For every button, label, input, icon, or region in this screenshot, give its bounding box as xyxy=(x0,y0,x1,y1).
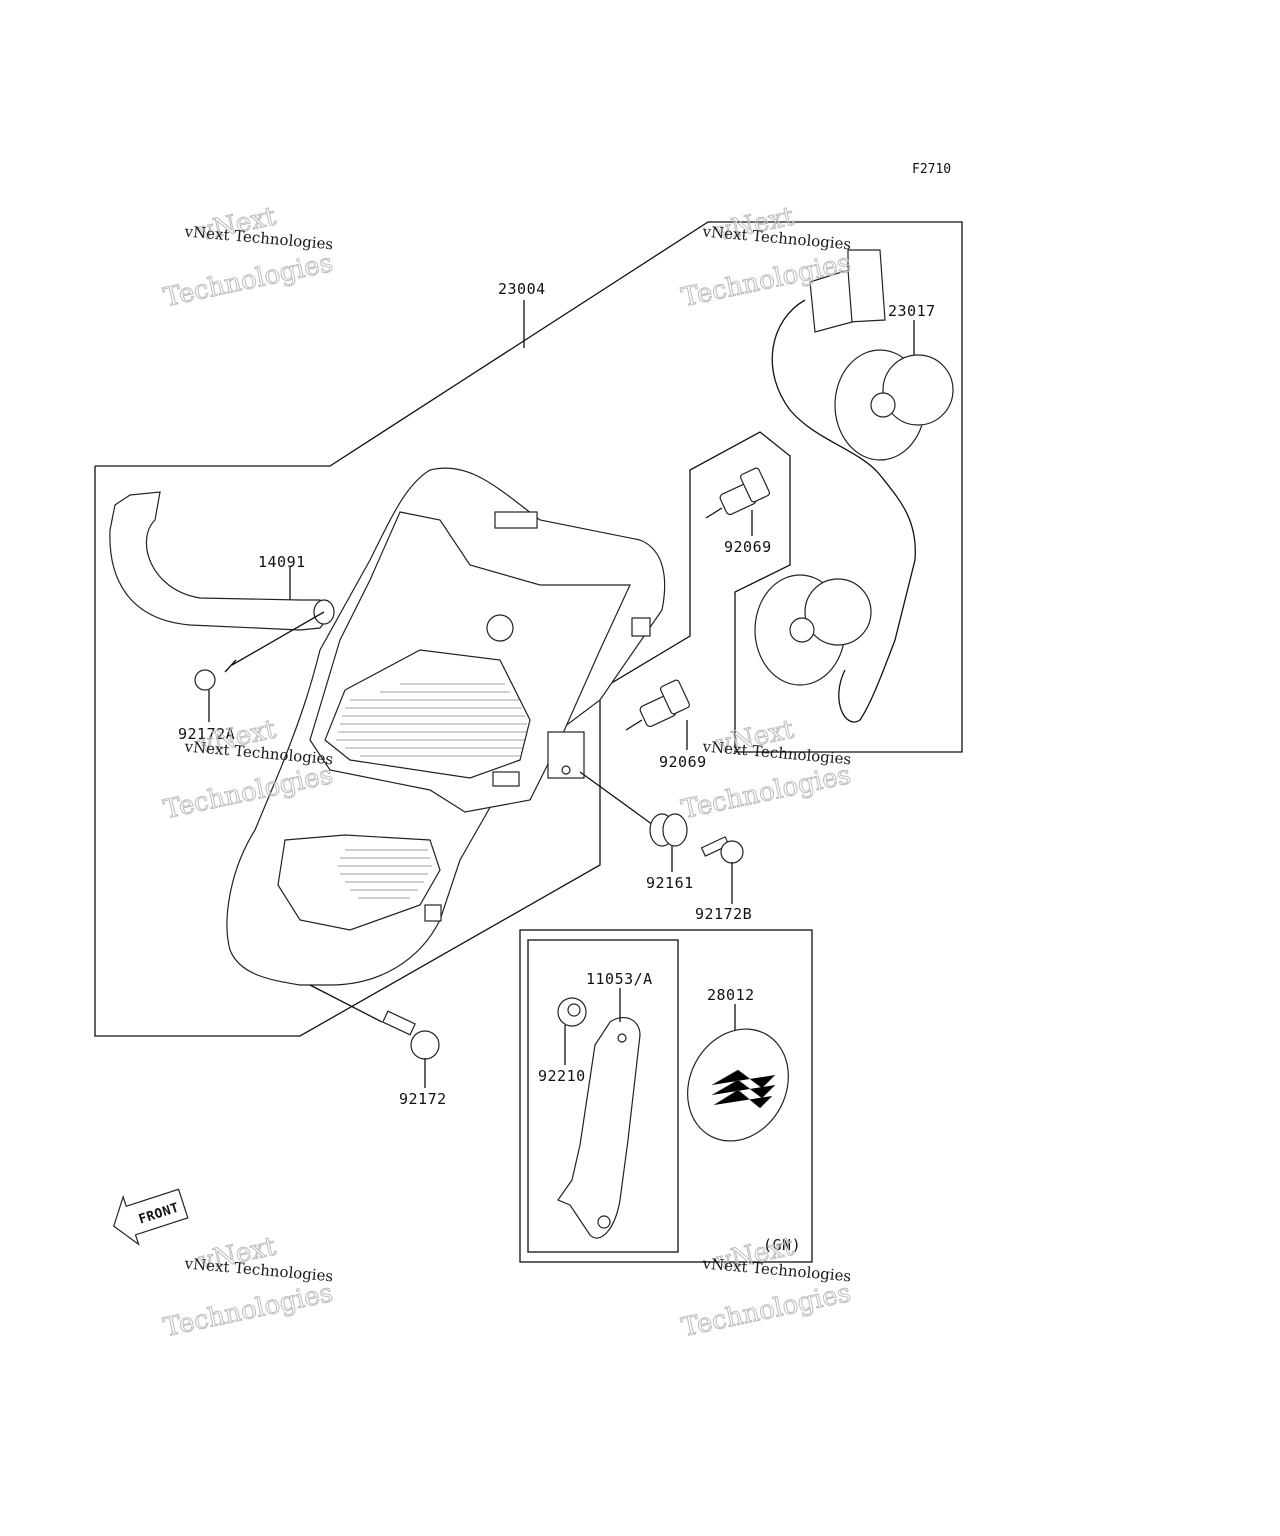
svg-text:Technologies: Technologies xyxy=(161,1278,336,1343)
label-92172: 92172 xyxy=(399,1090,447,1108)
watermark-1: vNext Technologies vNext Technologies xyxy=(160,201,336,314)
upper-reflector-hatch xyxy=(336,683,528,757)
label-92172B: 92172B xyxy=(695,905,752,923)
watermark-5: vNext Technologies vNext Technologies xyxy=(160,1231,336,1344)
figure-code: F2710 xyxy=(912,162,951,177)
svg-text:Technologies: Technologies xyxy=(161,248,336,313)
socket-harness-23017 xyxy=(754,249,954,723)
region-note-gn: (GN) xyxy=(763,1236,801,1254)
watermark-6: vNext Technologies vNext Technologies xyxy=(678,1231,854,1344)
label-92161: 92161 xyxy=(646,874,694,892)
label-23004: 23004 xyxy=(498,280,546,298)
bulb-92069-upper xyxy=(705,467,771,536)
grommet-92161 xyxy=(579,771,688,872)
bolt-92172B xyxy=(700,836,744,904)
part-labels: 23004 23017 14091 92069 92069 92172A 921… xyxy=(178,280,936,1254)
reflector-hatch xyxy=(711,1069,776,1109)
label-23017: 23017 xyxy=(888,302,936,320)
headlight-assembly-frame xyxy=(94,221,963,1037)
gn-option-box xyxy=(519,929,813,1263)
lower-reflector-hatch xyxy=(338,849,432,899)
label-92210: 92210 xyxy=(538,1067,586,1085)
label-11053A: 11053/A xyxy=(586,970,653,988)
bulb-92069-lower xyxy=(625,679,691,750)
svg-text:Technologies: Technologies xyxy=(679,1278,854,1343)
bolt-92172 xyxy=(309,984,440,1088)
headlight-housing xyxy=(226,467,666,986)
label-92069-lower: 92069 xyxy=(659,753,707,771)
label-14091: 14091 xyxy=(258,553,306,571)
label-28012: 28012 xyxy=(707,986,755,1004)
label-92069-upper: 92069 xyxy=(724,538,772,556)
front-direction-arrow: FRONT xyxy=(113,1188,189,1246)
screw-92172A xyxy=(194,611,325,722)
label-92172A: 92172A xyxy=(178,725,235,743)
